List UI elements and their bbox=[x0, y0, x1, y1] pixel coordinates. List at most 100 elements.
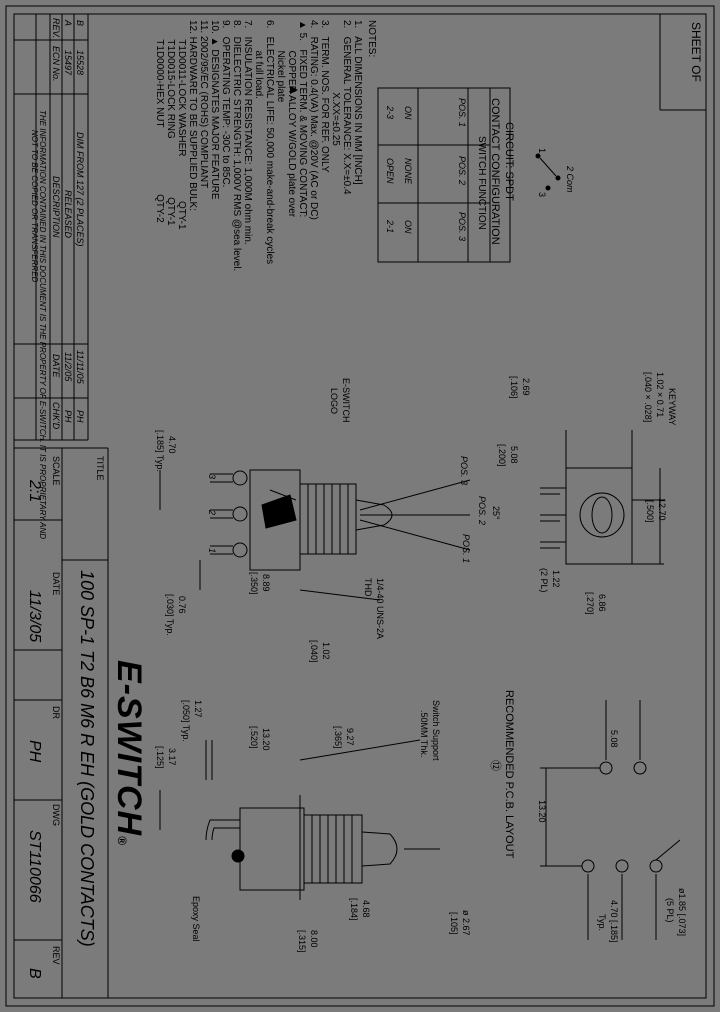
dim-9-27-in: [.365] bbox=[333, 726, 343, 749]
terminal-3: 3 bbox=[207, 474, 217, 480]
thread-spec: 1/4-40 UNS-2A bbox=[375, 578, 385, 640]
angle-label: 25° bbox=[491, 506, 501, 520]
thread-spec-2: THD bbox=[363, 578, 373, 597]
keyway-in: [.040 × .028] bbox=[643, 372, 653, 423]
row1-pos3: ON bbox=[403, 220, 413, 234]
dim-4-70-pcb-typ: Typ. bbox=[597, 914, 607, 932]
dim-1-22: 1.22 bbox=[551, 570, 561, 588]
dim-8-89: 8.89 bbox=[261, 574, 271, 592]
dim-4-70-pcb: 4.70 [.185] bbox=[609, 900, 619, 943]
note-line: X.XX=±0.25 bbox=[330, 20, 341, 146]
logo-callout-2: LOGO bbox=[329, 388, 339, 415]
terminal-1: 1 bbox=[207, 548, 217, 554]
dr-label: DR bbox=[51, 706, 61, 719]
title-label: TITLE bbox=[95, 456, 105, 481]
chkd-b: PH bbox=[75, 410, 85, 423]
pcb-title: RECOMMENDED P.C.B. LAYOUT bbox=[503, 690, 515, 859]
dim-1-02: 1.02 bbox=[321, 642, 331, 660]
dr-value: PH bbox=[26, 740, 43, 763]
support-callout-2: .50MM Thk. bbox=[419, 710, 429, 758]
note-line: 4. RATING: 0.4(VA) Max. @20V (AC or DC) bbox=[308, 20, 319, 220]
dim-12-70: 12.70 bbox=[657, 498, 667, 521]
keyway-label: KEYWAY bbox=[667, 388, 677, 426]
dim-1-27-in: [.050] Typ. bbox=[181, 700, 191, 742]
note-line: ▲ 5. FIXED TERM. & MOVING CONTACT: bbox=[297, 20, 308, 218]
dim-6-86: 6.86 bbox=[597, 594, 607, 612]
date-b: 11/11/05 bbox=[75, 350, 85, 384]
chkd-a: PH bbox=[63, 410, 73, 423]
dim-5-08-in: [.200] bbox=[497, 444, 507, 467]
ecn-header: ECN No. bbox=[51, 46, 61, 82]
switch-function-header: SWITCH FUNCTION bbox=[476, 136, 487, 230]
dim-1-27: 1.27 bbox=[193, 700, 203, 718]
col-pos1: POS. 1 bbox=[457, 98, 467, 128]
note-line: 12. HARDWARE TO BE SUPPLIED BULK: bbox=[187, 20, 198, 211]
dim-3-17-in: [.125] bbox=[155, 746, 165, 769]
note-line: 11. 2002/95/EC (ROHS) COMPLIANT bbox=[198, 20, 209, 189]
desc-a: RELEASED bbox=[63, 190, 73, 239]
rev-a: A bbox=[63, 20, 73, 27]
note-line: Nickel plate bbox=[275, 20, 286, 103]
pos2-label: POS. 2 bbox=[477, 496, 487, 526]
dim-13-20-side: 13.20 bbox=[261, 728, 271, 751]
hole-count: (5 PL) bbox=[665, 898, 675, 923]
dim-2-69: 2.69 bbox=[521, 378, 531, 396]
note-line: T1D0000-HEX NUT QTY-2 bbox=[154, 20, 165, 223]
date-a: 11/2/05 bbox=[63, 352, 73, 382]
note-line: COPPER ALLOY W/GOLD plate over bbox=[286, 20, 297, 218]
dwg-label: DWG bbox=[51, 804, 61, 826]
note-line: 1. ALL DIMENSIONS IN MM [INCH] bbox=[352, 20, 363, 185]
note-line: 7. INSULATION RESISTANCE: 1,000M ohm min… bbox=[242, 20, 253, 245]
col-pos2: POS. 2 bbox=[457, 156, 467, 186]
row2-pos1: 2-3 bbox=[385, 106, 395, 120]
note-line: 8. DIELECTRIC STRENGTH: 1,000V RMS @sea … bbox=[231, 20, 242, 272]
note-line: T1D0011-LOCK WASHER QTY-1 bbox=[176, 20, 187, 230]
rev-b: B bbox=[75, 20, 85, 27]
pin1-label: 1 bbox=[537, 148, 547, 154]
rev-label: REV bbox=[51, 946, 61, 965]
date-value: 11/3/05 bbox=[26, 590, 43, 643]
desc-b: DIM FROM 127 (2 PLACES) bbox=[75, 132, 85, 247]
pos3-label: POS. 3 bbox=[459, 456, 469, 486]
ecn-a: 15497 bbox=[63, 50, 73, 76]
dim-4-68: 4.68 bbox=[361, 900, 371, 918]
rev-value: B bbox=[26, 968, 43, 979]
dim-2-67: ø 2.67 bbox=[461, 910, 471, 936]
row1-pos1: ON bbox=[403, 106, 413, 120]
dim-3-17: 3.17 bbox=[167, 748, 177, 766]
row1-pos2: NONE bbox=[403, 158, 413, 185]
circuit-title: CIRCUIT: SPDT bbox=[503, 122, 515, 201]
drawing-title: 100 SP-1 T2 B6 M6 R EH (GOLD CONTACTS) bbox=[77, 570, 97, 947]
support-callout: Switch Support bbox=[431, 700, 441, 761]
registered-mark: ® bbox=[115, 836, 129, 846]
note-line: 6. ELECTRICAL LIFE: 50,000 make-and-brea… bbox=[264, 20, 275, 265]
dim-8-00: 8.00 bbox=[309, 930, 319, 948]
desc-header: DESCRIPTION bbox=[51, 176, 61, 238]
dim-5-08: 5.08 bbox=[509, 446, 519, 464]
company-logo: E-SWITCH® bbox=[110, 660, 148, 846]
dim-6-86-in: [.270] bbox=[585, 592, 595, 615]
dim-9-27: 9.27 bbox=[345, 728, 355, 746]
row2-pos2: OPEN bbox=[385, 158, 395, 184]
notes-heading: NOTES: bbox=[366, 20, 377, 58]
scale-label: SCALE bbox=[51, 456, 61, 486]
keyway-mm: 1.02 × 0.71 bbox=[655, 372, 665, 418]
notes-list: 1. ALL DIMENSIONS IN MM [INCH]2. GENERAL… bbox=[154, 20, 363, 272]
dim-4-70: 4.70 bbox=[167, 436, 177, 454]
dim-8-00-in: [.315] bbox=[297, 930, 307, 953]
proprietary-note-2: NOT TO BE COPIED OR TRANSFERRED bbox=[30, 130, 39, 283]
pcb-note-ref: ⑫ bbox=[489, 760, 501, 771]
logo-text: E-SWITCH bbox=[110, 660, 148, 837]
com-label: 2 Com bbox=[565, 166, 575, 193]
date-header: DATE bbox=[51, 354, 61, 378]
dim-1-02-in: [.040] bbox=[309, 640, 319, 663]
contact-config-subtitle: CONTACT CONFIGURATION bbox=[489, 98, 501, 245]
note-line: 2. GENERAL TOLERANCE: X.X=±0.4 bbox=[341, 20, 352, 195]
dim-12-70-in: [.500] bbox=[645, 500, 655, 523]
note-line: 10. ▲ DESIGNATES MAJOR FEATURE bbox=[209, 20, 220, 200]
hole-diameter: ø1.85 [.073] bbox=[677, 888, 687, 937]
ecn-b: 15528 bbox=[75, 50, 85, 76]
pin3-label: 3 bbox=[537, 192, 547, 198]
